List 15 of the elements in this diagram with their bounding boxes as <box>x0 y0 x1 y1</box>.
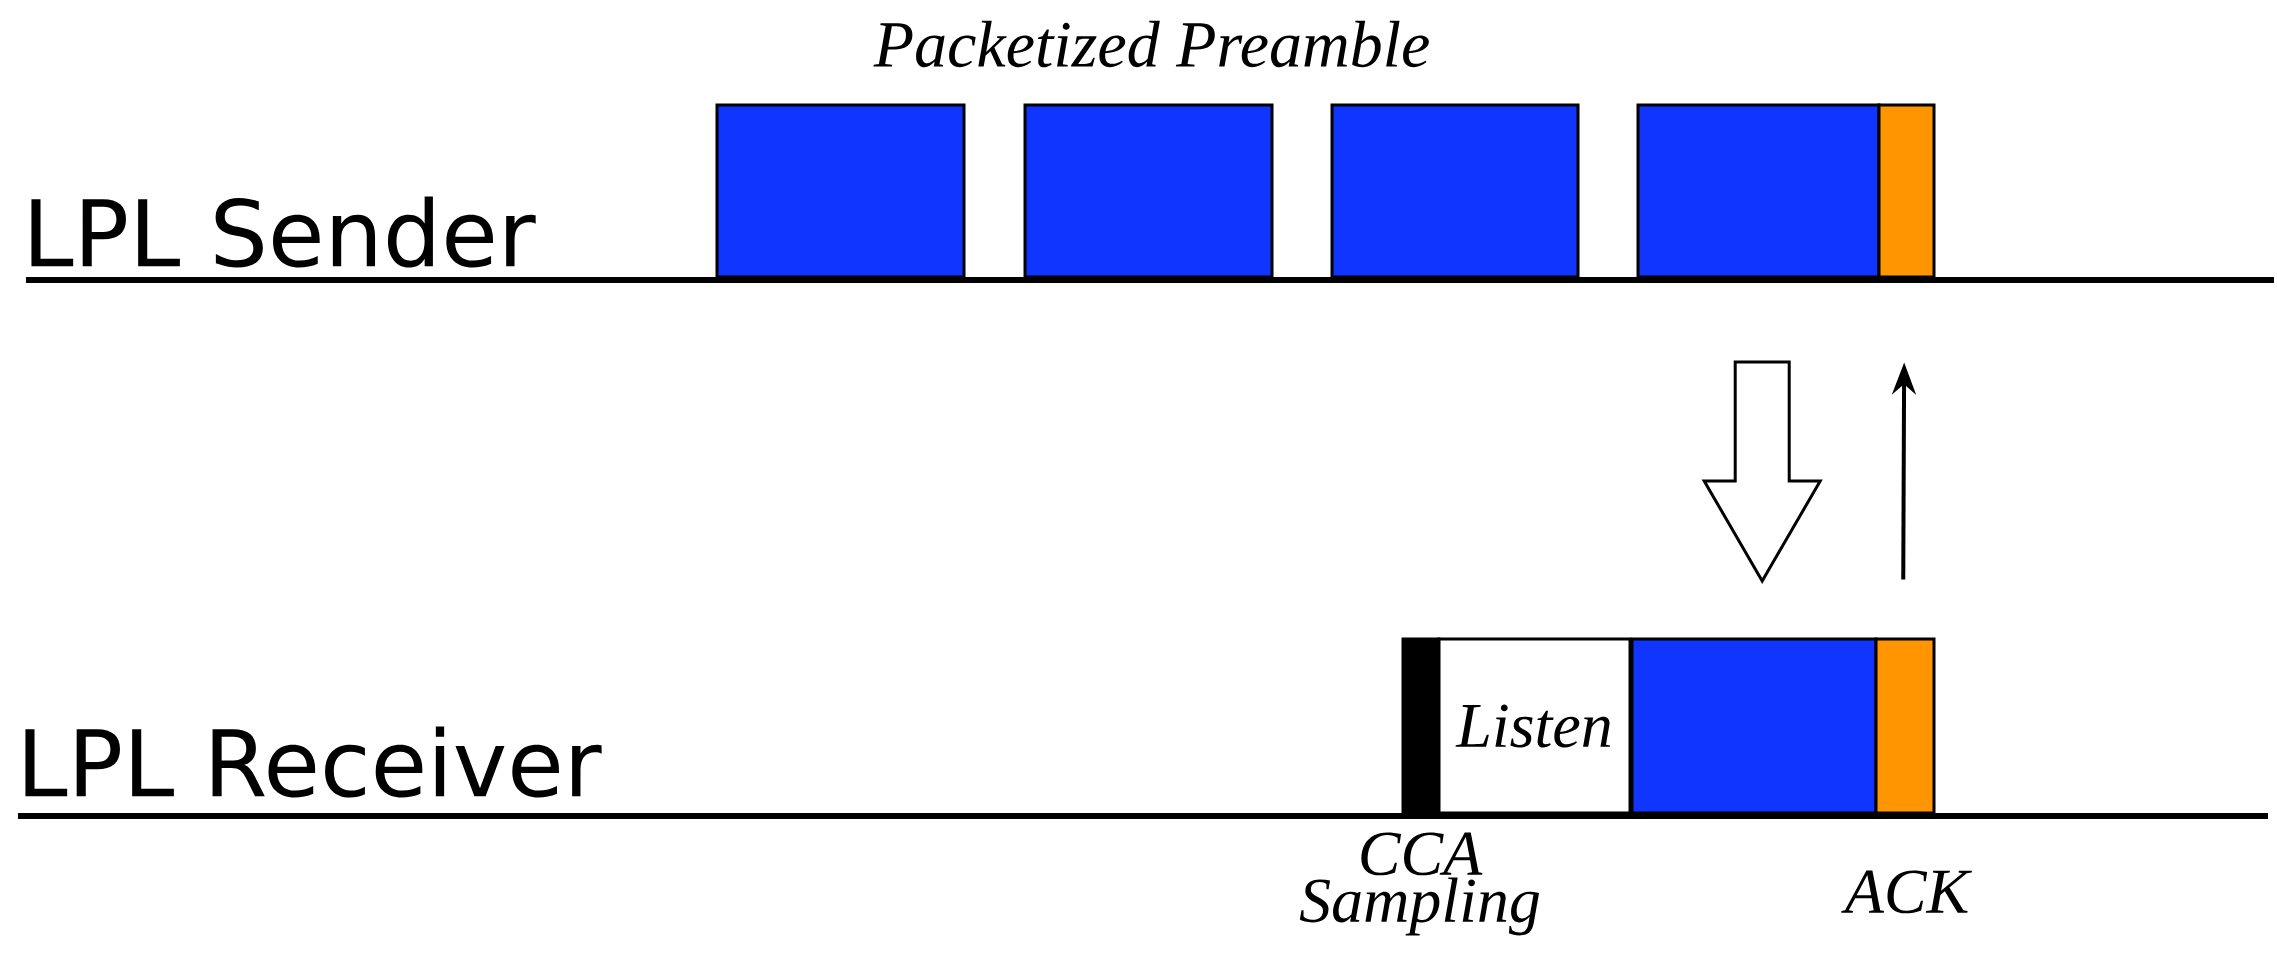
packet-box <box>715 103 966 279</box>
ack-box <box>1874 637 1936 815</box>
packet-box <box>1630 637 1878 815</box>
cca-bar <box>1401 637 1441 815</box>
packet-box <box>1636 103 1881 279</box>
packet-box <box>1330 103 1580 279</box>
beside-label: ACK <box>1841 870 1972 914</box>
title-label: Packetized Preamble <box>873 20 1429 68</box>
row-label: LPL Sender <box>31 196 536 268</box>
beside-label: CCA Sampling <box>1299 832 1539 936</box>
row-label: LPL Receiver <box>25 726 602 798</box>
listen-box: Listen <box>1437 637 1632 815</box>
packet-box <box>1023 103 1274 279</box>
ack-box <box>1877 103 1936 279</box>
block-arrow <box>1701 360 1823 584</box>
